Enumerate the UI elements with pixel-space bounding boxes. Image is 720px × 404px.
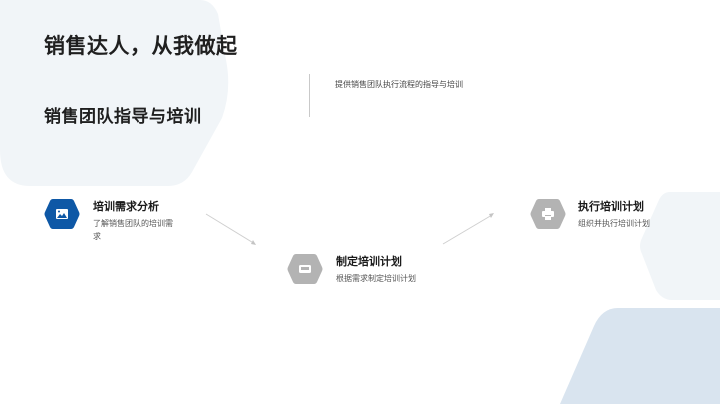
slide-title: 销售达人，从我做起: [44, 34, 238, 58]
arrow-down-right: [205, 213, 256, 245]
step-1-title: 培训需求分析: [93, 200, 159, 213]
slide-description: 提供销售团队执行流程的指导与培训: [335, 80, 463, 89]
step-2-title: 制定培训计划: [336, 255, 402, 268]
background-hexagon-top-left: [0, 0, 229, 186]
step-1-description: 了解销售团队的培训需求: [93, 219, 173, 241]
arrow-up-right: [442, 213, 494, 245]
step-3-hexagon: [530, 198, 566, 230]
background-hexagon-bottom-right: [560, 308, 720, 404]
divider: [309, 74, 310, 117]
step-2-hexagon: [287, 253, 323, 285]
slide-subtitle: 销售团队指导与培训: [44, 107, 202, 127]
step-1-hexagon: [44, 198, 80, 230]
printer-icon: [542, 208, 554, 220]
background-hexagon-right: [640, 192, 720, 300]
step-2-description: 根据需求制定培训计划: [336, 274, 416, 283]
sofa-icon: [299, 265, 311, 273]
step-3-title: 执行培训计划: [578, 200, 644, 213]
step-3-description: 组织并执行培训计划: [578, 219, 650, 228]
image-icon: [56, 209, 68, 219]
